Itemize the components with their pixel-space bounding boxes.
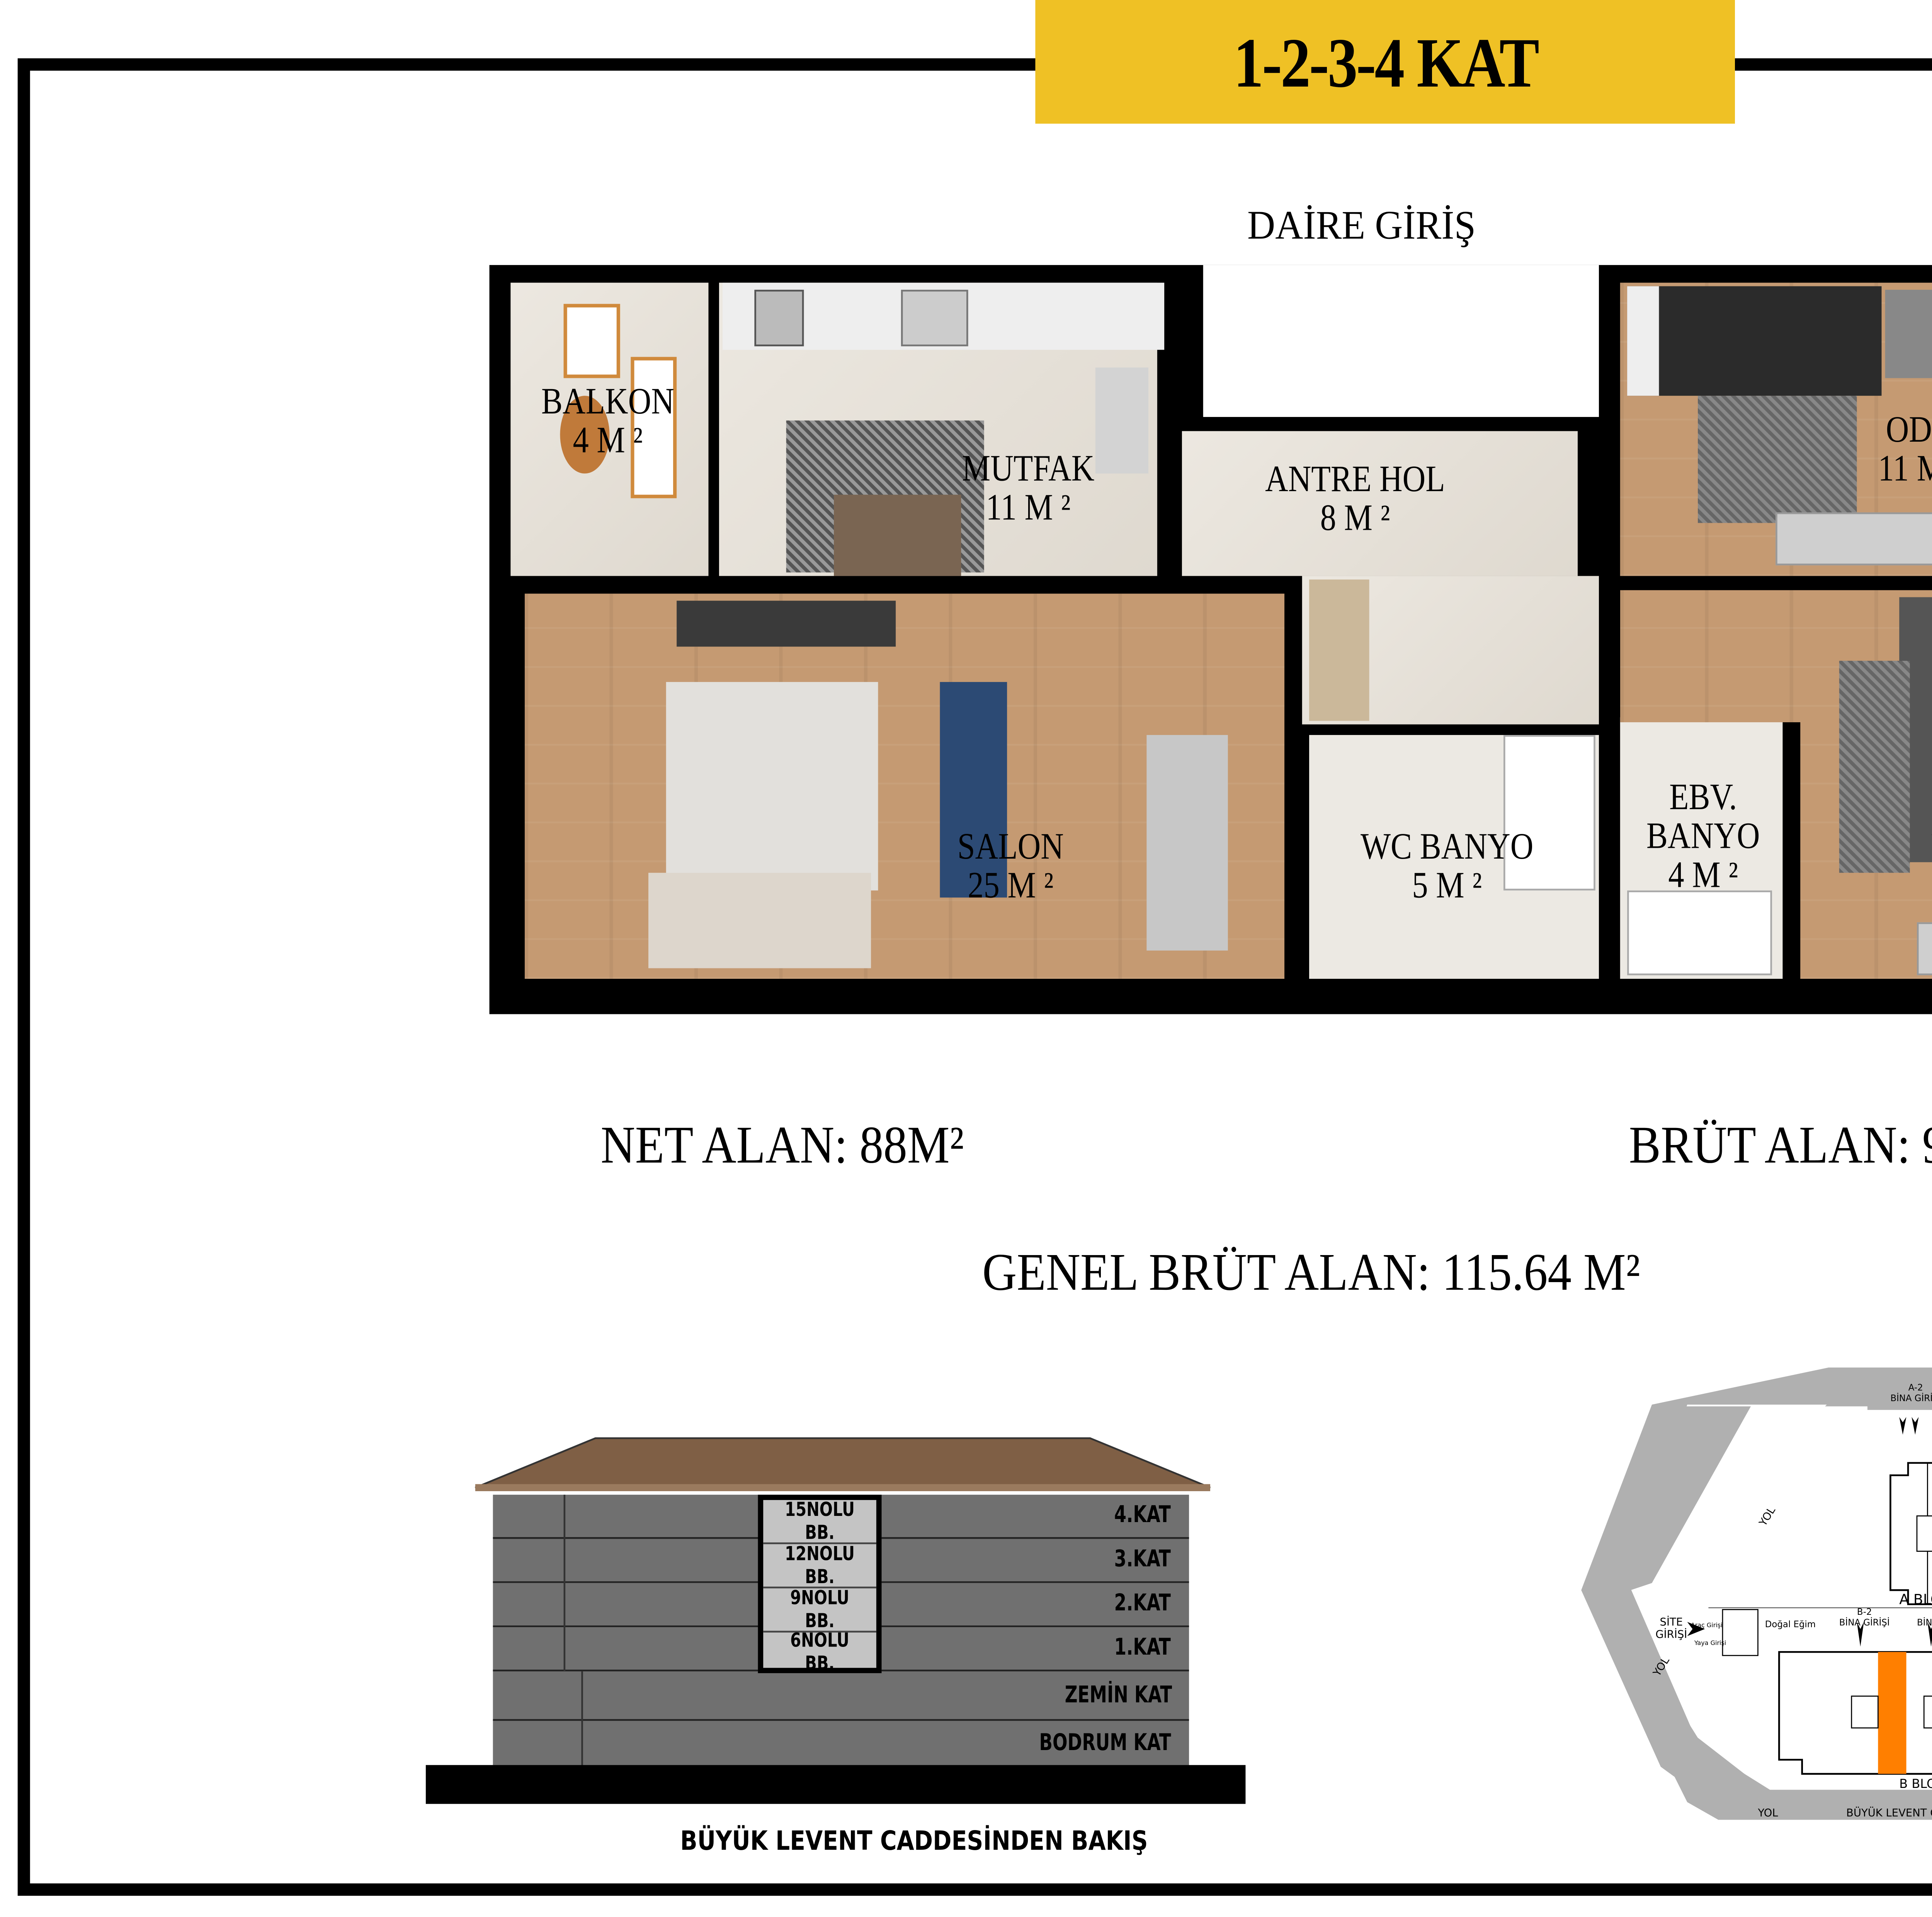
sink-icon [901,289,968,347]
stove-icon [754,289,804,347]
floor-row-ground: ZEMİN KAT [493,1671,1189,1721]
vehicle-entrance-west: Araç Girişi [1690,1622,1723,1629]
chair-icon [563,304,620,378]
floor-row-basement: BODRUM KAT [493,1721,1189,1769]
sofa-icon [940,682,1007,898]
block-a-label: A BLOK [1899,1592,1932,1608]
gross-area: BRÜT ALAN: 98 M² [1629,1116,1932,1175]
room-hall-corridor [1302,576,1599,725]
room-wc-bathroom [1309,735,1599,979]
site-plan-drawing [1581,1367,1932,1820]
room-label-master-bedroom: YATAK ODASI 16 M ² [1891,827,1932,905]
bed-icon [1627,286,1882,396]
room-label-kitchen: MUTFAK 11 M ² [962,447,1095,529]
roof [475,1437,1211,1492]
shower-tray-icon [1627,890,1772,975]
bathtub-icon [1503,735,1595,891]
floor-title: 1-2-3-4 KAT [1233,22,1539,102]
room-entrance-hall [1182,431,1578,576]
ground-line [425,1765,1246,1804]
tv-unit [677,600,896,647]
unit-type-label: 2+1 DAİRE [1931,191,1932,256]
entrance-b1: B-1BİNA GİRİŞİ [1917,1618,1932,1629]
pedestrian-entrance-west: Yaya Girişi [1694,1640,1726,1647]
room-label-entrance-hall: ANTRE HOL 8 M ² [1265,458,1445,539]
divider [563,1495,566,1672]
wardrobe [1309,579,1369,721]
bench-icon [631,357,677,498]
room-bedroom [1620,282,1932,576]
rug [1697,396,1857,523]
fridge-icon [1095,367,1148,474]
unit-cell: 6NOLU BB. [790,1629,849,1675]
room-label-bedroom: ODA 11 M ² [1878,408,1932,490]
room-label-wc-bathroom: WC BANYO 5 M ² [1361,825,1534,907]
table-icon [560,396,610,474]
building-elevation: 4.KAT 3.KAT 2.KAT 1.KAT ZEMİN KAT BODRUM… [419,1435,1284,1823]
room-ensuite-bathroom [1620,717,1783,979]
slope-label: Doğal Eğim [1765,1620,1816,1631]
rug [666,682,878,891]
street-south: BÜYÜK LEVENT CADDESİ [1846,1807,1932,1820]
room-living-room [524,594,1285,979]
armchair-icon [648,873,871,968]
unit-cell: 12NOLU BB. [763,1541,876,1589]
room-label-balcony-left: BALKON 4 M ² [541,380,674,461]
desk-icon [1885,289,1932,378]
dining-table [1146,735,1228,951]
room-label-living-room: SALON 25 M ² [957,825,1064,907]
apartment-floor-plan: BALKON 4 M ² MUTFAK 11 M ² ANTRE HOL 8 M… [489,265,1932,1014]
block-b-label: B BLOK [1899,1777,1932,1792]
net-area: NET ALAN: 88M² [600,1116,964,1175]
highlighted-unit-column: 15NOLU BB. 12NOLU BB. 9NOLU BB. 6NOLU BB… [758,1495,882,1675]
room-label-ensuite-bathroom: EBV. BANYO 4 M ² [1646,776,1760,896]
divider [581,1671,583,1769]
total-gross-area: GENEL BRÜT ALAN: 115.64 M² [982,1243,1640,1302]
wardrobe [1776,512,1932,566]
entry-notch [1203,265,1599,417]
floor-title-banner: 1-2-3-4 KAT [1035,0,1735,124]
room-balcony-left [510,282,709,576]
dining-table [834,495,961,576]
unit-cell: 9NOLU BB. [763,1586,876,1633]
site-entrance-west: SİTE GİRİŞİ [1655,1616,1687,1641]
unit-cell: 15NOLU BB. [763,1498,876,1544]
wardrobe [1917,922,1932,975]
rug [1839,661,1910,873]
road-label: YOL [1758,1807,1778,1820]
elevation-caption: BÜYÜK LEVENT CADDESİNDEN BAKIŞ [680,1825,1148,1857]
entrance-label: DAİRE GİRİŞ [1247,203,1476,248]
room-kitchen [719,282,1165,576]
